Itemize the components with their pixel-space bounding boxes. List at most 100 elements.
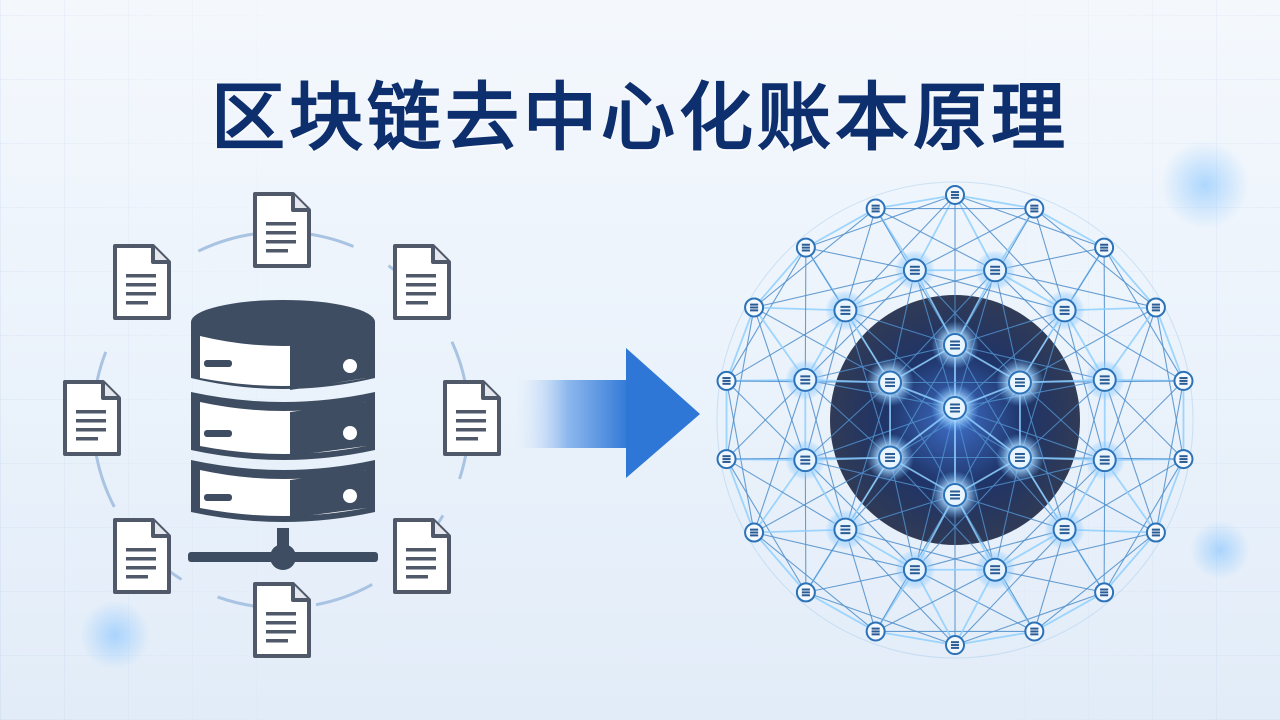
centralized-ledger-group	[63, 192, 501, 658]
ledger-node-icon	[866, 433, 915, 482]
ledger-node-icon	[865, 621, 886, 642]
ledger-node-icon	[716, 449, 737, 470]
network-link	[1033, 207, 1105, 249]
document-icon	[113, 518, 171, 594]
network-link	[875, 208, 996, 271]
network-link	[1019, 457, 1157, 534]
network-link	[804, 310, 846, 461]
ledger-node-icon	[1044, 290, 1085, 331]
network-link	[954, 194, 1035, 210]
document-icon	[393, 244, 451, 320]
ledger-node-icon	[1094, 237, 1115, 258]
network-link	[804, 379, 846, 530]
ledger-node-icon	[785, 359, 826, 400]
ledger-node-icon	[931, 384, 979, 432]
network-link	[805, 194, 956, 249]
network-link	[726, 458, 846, 531]
network-link	[1103, 247, 1106, 380]
network-link	[994, 459, 1106, 571]
network-link	[753, 457, 891, 534]
network-link	[875, 194, 956, 210]
network-link	[954, 529, 1066, 646]
network-link	[954, 591, 1105, 646]
document-icon	[253, 192, 311, 268]
ledger-node-icon	[716, 370, 737, 391]
document-icon	[253, 582, 311, 658]
ledger-node-icon	[931, 321, 979, 369]
ledger-node-icon	[795, 582, 816, 603]
network-link	[753, 532, 876, 632]
ledger-node-icon	[744, 297, 765, 318]
network-link	[753, 306, 891, 383]
network-link	[1155, 458, 1185, 533]
network-link	[954, 194, 1105, 249]
network-outline	[716, 181, 1194, 659]
document-icon	[443, 380, 501, 456]
ledger-node-icon	[744, 522, 765, 543]
ledger-node-icon	[795, 237, 816, 258]
ledger-node-icon	[975, 250, 1016, 291]
network-link	[753, 531, 807, 593]
network-link	[804, 269, 916, 381]
ledger-node-icon	[1084, 359, 1125, 400]
network-link	[753, 307, 806, 461]
network-link	[1104, 379, 1157, 533]
decentralized-network	[716, 181, 1194, 659]
network-link	[845, 309, 956, 409]
network-link	[954, 407, 1105, 461]
network-link	[1155, 307, 1185, 382]
network-link	[954, 194, 1066, 311]
network-link	[725, 380, 755, 533]
ledger-node-icon	[1094, 582, 1115, 603]
ledger-node-icon	[1145, 522, 1166, 543]
network-link	[1064, 379, 1106, 530]
network-link	[1103, 531, 1157, 593]
network-link	[805, 591, 956, 646]
ledger-node-icon	[995, 433, 1044, 482]
network-link	[1019, 306, 1157, 383]
ledger-node-icon	[1084, 440, 1125, 481]
network-link	[1064, 309, 1184, 382]
network-link	[1155, 380, 1185, 533]
ledger-node-icon	[894, 549, 935, 590]
network-link	[875, 630, 956, 646]
document-icon	[113, 244, 171, 320]
network-link	[753, 247, 807, 309]
network-link	[954, 630, 1035, 646]
network-link	[726, 309, 846, 382]
network-link	[1034, 532, 1157, 632]
network-link	[994, 269, 1157, 309]
ledger-node-icon	[995, 358, 1044, 407]
ledger-node-icon	[1173, 370, 1194, 391]
network-link	[1103, 247, 1157, 309]
network-link	[844, 529, 956, 646]
network-link	[994, 531, 1157, 571]
network-link	[1064, 310, 1106, 461]
ledger-node-icon	[1173, 449, 1194, 470]
network-link	[914, 269, 1065, 311]
ledger-node-icon	[945, 184, 965, 205]
ledger-node-icon	[866, 358, 915, 407]
network-nodes	[716, 184, 1194, 656]
network-link	[804, 247, 807, 380]
network-link	[1103, 460, 1106, 593]
network-link	[805, 591, 877, 633]
network-link	[753, 531, 916, 571]
network-link	[844, 194, 956, 311]
network-link	[914, 569, 1035, 632]
ledger-node-icon	[825, 509, 866, 550]
ledger-node-icon	[1044, 509, 1085, 550]
network-link	[994, 269, 1106, 381]
document-icon	[63, 380, 121, 456]
ledger-node-icon	[1024, 621, 1045, 642]
page-title: 区块链去中心化账本原理	[211, 75, 1069, 161]
network-link	[1033, 591, 1105, 633]
ledger-node-icon	[1145, 297, 1166, 318]
network-link	[725, 307, 755, 460]
network-link	[1104, 307, 1157, 461]
arrow-right-icon	[515, 348, 700, 478]
network-link	[1034, 208, 1157, 308]
network-link	[805, 207, 877, 249]
network-link	[725, 307, 755, 382]
